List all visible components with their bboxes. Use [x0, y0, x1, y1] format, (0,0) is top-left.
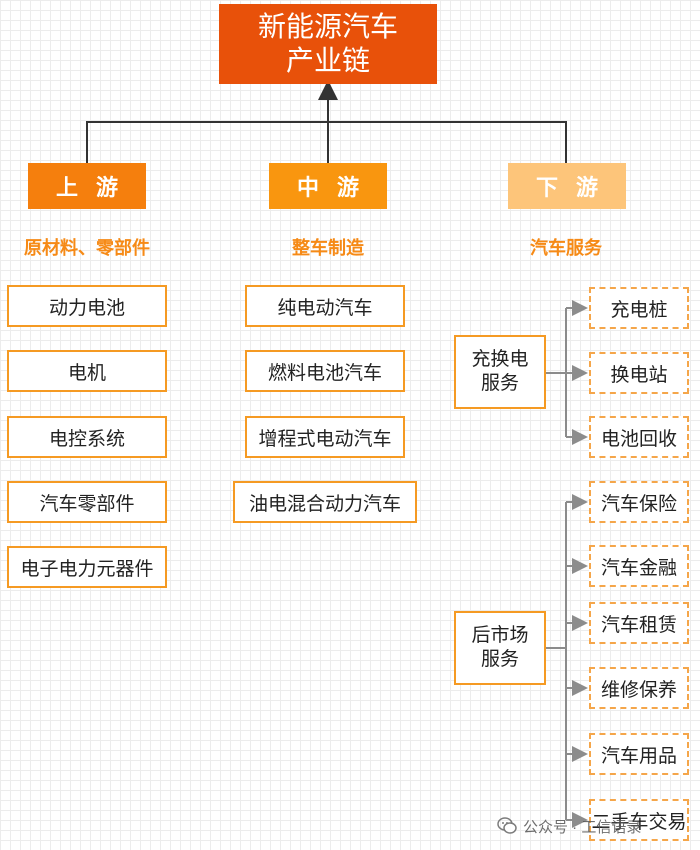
- title-line-2: 产业链: [285, 45, 370, 76]
- midstream-item: 纯电动汽车: [245, 285, 405, 327]
- charging-group-line-1: 充换电: [471, 349, 529, 370]
- charging-item: 电池回收: [589, 416, 689, 458]
- aftermarket-item: 维修保养: [589, 667, 689, 709]
- aftermarket-item: 汽车用品: [589, 733, 689, 775]
- tier-upstream: 上游: [28, 163, 146, 209]
- aftermarket-group-line-1: 后市场: [471, 625, 529, 646]
- upstream-item: 电控系统: [7, 416, 167, 458]
- tier-midstream: 中游: [269, 163, 387, 209]
- aftermarket-item: 汽车租赁: [589, 602, 689, 644]
- watermark-text: 公众号 · 工信语录: [523, 818, 642, 836]
- tier-downstream: 下游: [508, 163, 626, 209]
- upstream-item: 汽车零部件: [7, 481, 167, 523]
- charging-item: 换电站: [589, 352, 689, 394]
- aftermarket-group-line-2: 服务: [480, 649, 519, 670]
- midstream-item: 增程式电动汽车: [245, 416, 405, 458]
- aftermarket-connectors: [546, 494, 588, 828]
- midstream-item: 油电混合动力汽车: [233, 481, 417, 523]
- aftermarket-service-group: 后市场 服务: [454, 611, 546, 685]
- upstream-item: 动力电池: [7, 285, 167, 327]
- category-upstream: 原材料、零部件: [24, 238, 150, 258]
- watermark: 公众号 · 工信语录: [497, 812, 697, 840]
- diagram-title: 新能源汽车 产业链: [219, 4, 437, 84]
- charging-connectors: [546, 300, 588, 445]
- title-line-1: 新能源汽车: [257, 11, 398, 42]
- midstream-item: 燃料电池汽车: [245, 350, 405, 392]
- category-midstream: 整车制造: [292, 238, 364, 258]
- aftermarket-item: 汽车保险: [589, 481, 689, 523]
- aftermarket-item: 二手车交易: [589, 799, 689, 841]
- tree-connector: [86, 121, 567, 163]
- upstream-item: 电子电力元器件: [7, 546, 167, 588]
- charging-service-group: 充换电 服务: [454, 335, 546, 409]
- category-downstream: 汽车服务: [530, 238, 602, 258]
- charging-group-line-2: 服务: [480, 373, 519, 394]
- aftermarket-item: 汽车金融: [589, 545, 689, 587]
- upstream-item: 电机: [7, 350, 167, 392]
- charging-item: 充电桩: [589, 287, 689, 329]
- wechat-icon: [497, 817, 517, 834]
